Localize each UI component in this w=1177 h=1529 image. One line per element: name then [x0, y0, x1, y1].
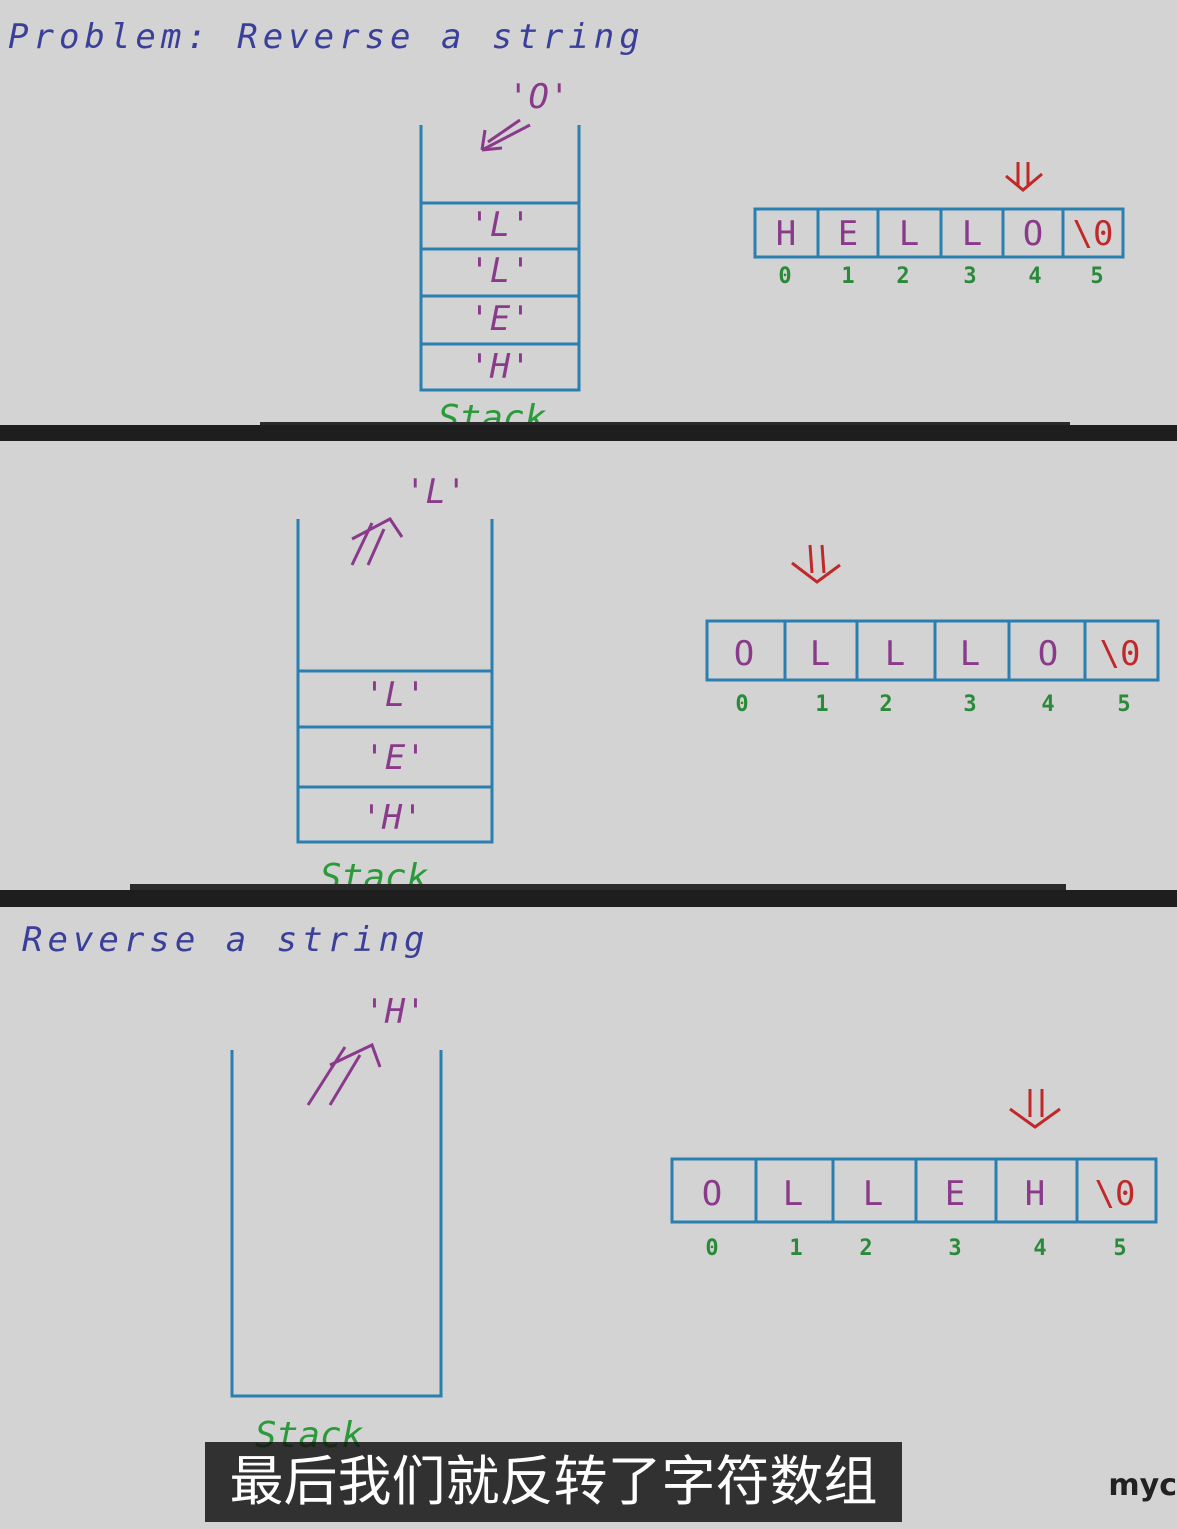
pop-arrow-icon: [306, 1042, 382, 1106]
array-cell: L: [885, 634, 905, 674]
pointer-arrow-icon: [1005, 162, 1043, 192]
pointer-arrow-icon: [1009, 1089, 1061, 1129]
array-cell: O: [702, 1174, 722, 1214]
char-array: [753, 207, 1125, 259]
array-cell: L: [962, 214, 982, 254]
index-label: 0: [778, 264, 791, 289]
index-label: 5: [1090, 264, 1103, 289]
array-cell-terminator: \0: [1095, 1174, 1136, 1214]
array-cell: E: [838, 214, 858, 254]
index-label: 1: [841, 264, 854, 289]
panel-3-drawing: Reverse a string 'H' Stack O L L E H \0 …: [22, 920, 1158, 1456]
video-scrubber[interactable]: [130, 884, 1066, 890]
stack-item: 'E': [469, 299, 530, 339]
stack-item: 'H': [469, 347, 530, 387]
stack-item: 'L': [469, 251, 530, 291]
panel-2: 'L' 'L' 'E' 'H' Stack O L L L O \0 0 1 2…: [0, 441, 1177, 890]
stack-item: 'L': [364, 675, 425, 715]
moving-char: 'O': [508, 77, 569, 117]
video-subtitle: 最后我们就反转了字符数组: [205, 1442, 902, 1522]
stack-item: 'L': [469, 205, 530, 245]
index-label: 2: [896, 264, 909, 289]
pop-arrow-icon: [350, 517, 404, 566]
index-label: 5: [1113, 1236, 1126, 1261]
stack: [419, 125, 581, 392]
array-cell: E: [945, 1174, 965, 1214]
array-cell-terminator: \0: [1100, 634, 1141, 674]
index-label: 4: [1041, 692, 1054, 717]
index-label: 0: [705, 1236, 718, 1261]
index-label: 1: [789, 1236, 802, 1261]
array-cell: O: [1023, 214, 1043, 254]
moving-char: 'L': [405, 472, 466, 512]
pointer-arrow-icon: [791, 544, 841, 584]
index-label: 3: [963, 692, 976, 717]
array-cell: H: [776, 214, 796, 254]
panel-2-drawing: 'L' 'L' 'E' 'H' Stack O L L L O \0 0 1 2…: [296, 472, 1160, 890]
index-label: 2: [859, 1236, 872, 1261]
index-label: 3: [963, 264, 976, 289]
index-label: 4: [1028, 264, 1041, 289]
array-cell: L: [960, 634, 980, 674]
char-array: [705, 619, 1160, 682]
array-cell: L: [810, 634, 830, 674]
panel-1: Problem: Reverse a string 'O' 'L' 'L' 'E…: [0, 0, 1177, 425]
stack: [230, 1050, 443, 1398]
stack: [296, 519, 494, 844]
index-label: 2: [879, 692, 892, 717]
panel-3: Reverse a string 'H' Stack O L L E H \0 …: [0, 907, 1177, 1529]
stack-label: Stack: [438, 398, 547, 425]
index-label: 0: [735, 692, 748, 717]
index-label: 3: [948, 1236, 961, 1261]
panel-1-drawing: Problem: Reverse a string 'O' 'L' 'L' 'E…: [8, 17, 1125, 425]
watermark: myc: [1108, 1468, 1177, 1503]
index-label: 1: [815, 692, 828, 717]
array-cell: L: [899, 214, 919, 254]
panel-1-title: Problem: Reverse a string: [8, 17, 645, 57]
stack-item: 'E': [364, 738, 425, 778]
array-cell: H: [1025, 1174, 1045, 1214]
panel-3-title: Reverse a string: [22, 920, 430, 960]
array-cell-terminator: \0: [1073, 214, 1114, 254]
push-arrow-icon: [480, 118, 531, 152]
array-cell: O: [1038, 634, 1058, 674]
index-label: 4: [1033, 1236, 1046, 1261]
array-cell: L: [863, 1174, 883, 1214]
moving-char: 'H': [364, 992, 425, 1032]
array-cell: O: [734, 634, 754, 674]
video-scrubber[interactable]: [260, 422, 1070, 425]
char-array: [670, 1157, 1158, 1224]
stack-item: 'H': [361, 798, 422, 838]
index-label: 5: [1117, 692, 1130, 717]
array-cell: L: [783, 1174, 803, 1214]
